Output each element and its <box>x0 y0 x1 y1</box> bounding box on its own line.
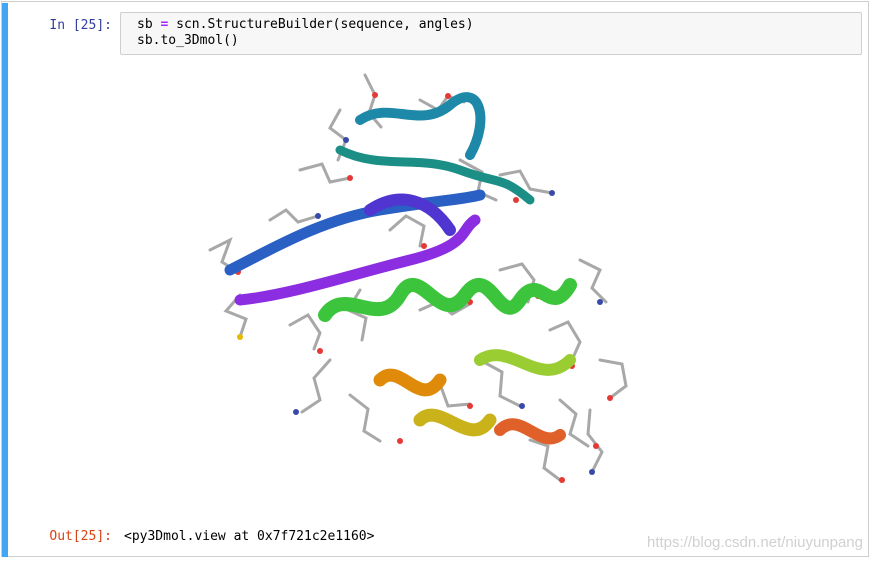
code-input[interactable]: sb = scn.StructureBuilder(sequence, angl… <box>120 12 862 55</box>
code-line-1: sb = scn.StructureBuilder(sequence, angl… <box>137 17 861 33</box>
cartoon-ribbons <box>224 92 577 445</box>
stick-bonds <box>208 73 628 482</box>
watermark: https://blog.csdn.net/niuyunpang <box>647 534 863 551</box>
code-token-call: scn.StructureBuilder(sequence, angles) <box>168 17 474 32</box>
protein-structure-render <box>208 73 628 483</box>
output-prompt: Out[25]: <box>49 529 112 544</box>
code-line-2: sb.to_3Dmol() <box>137 33 239 48</box>
cell-selection-bar <box>2 3 8 557</box>
3dmol-viewer[interactable] <box>120 60 862 520</box>
code-token-operator: = <box>160 17 169 32</box>
code-token-var: sb <box>137 17 161 32</box>
output-text: <py3Dmol.view at 0x7f721c2e1160> <box>124 529 375 544</box>
input-prompt: In [25]: <box>49 18 112 33</box>
